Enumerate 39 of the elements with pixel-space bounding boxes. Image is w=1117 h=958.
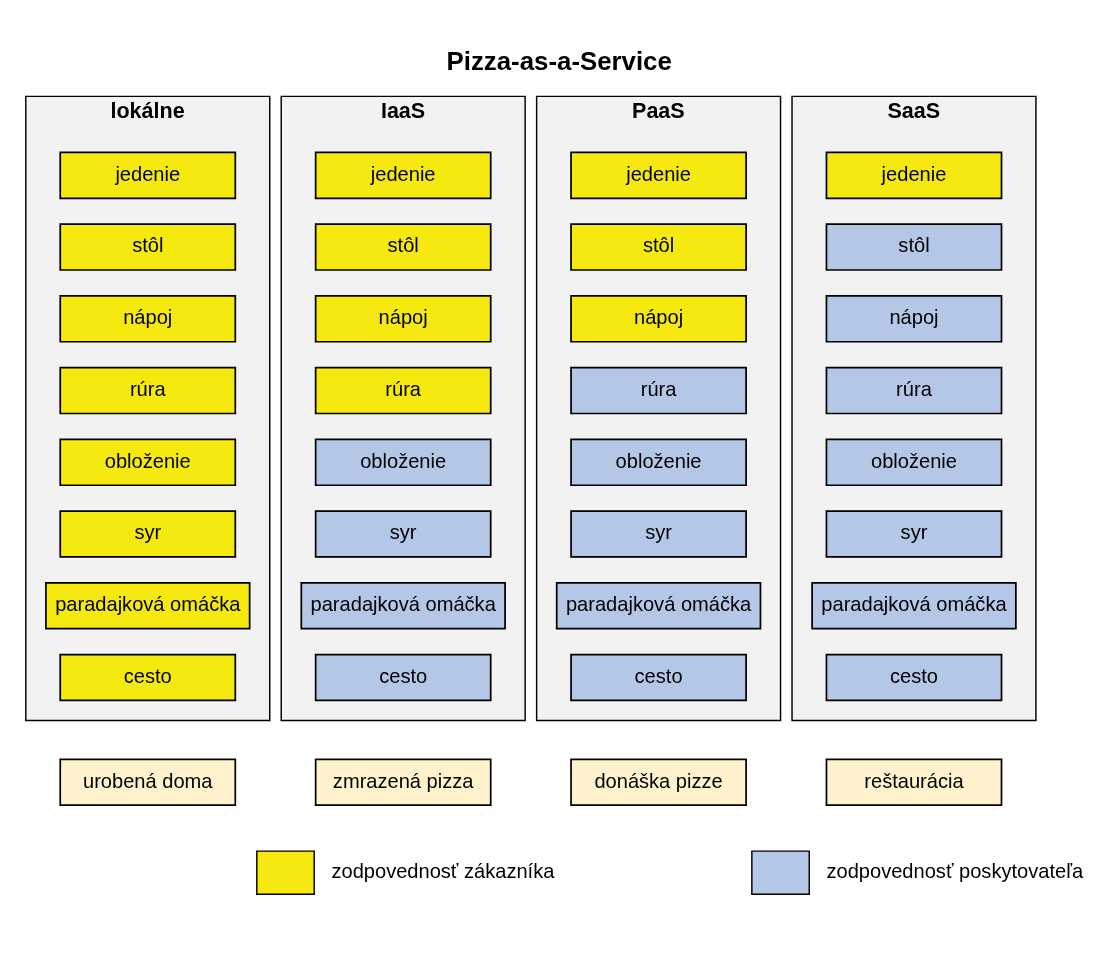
node-box: syr: [59, 509, 237, 558]
node-box: rúra: [570, 366, 747, 414]
node-box: jedenie: [59, 151, 237, 199]
node-box: stôl: [314, 222, 492, 271]
node-box: cesto: [59, 653, 237, 701]
node-box: stôl: [570, 222, 747, 271]
node-box: obloženie: [570, 437, 747, 486]
node-box: jedenie: [825, 151, 1003, 199]
node-box: zmrazená pizza: [314, 757, 492, 806]
node-box: jedenie: [314, 151, 492, 199]
node-box: cesto: [825, 653, 1003, 701]
node-box: jedenie: [570, 151, 747, 199]
node-box: reštaurácia: [825, 757, 1003, 806]
node-box: obloženie: [314, 437, 492, 486]
node-box: nápoj: [570, 294, 747, 343]
node-box: syr: [825, 509, 1003, 558]
node-box: nápoj: [825, 294, 1003, 343]
node-box: donáška pizze: [570, 757, 747, 806]
node-box: syr: [570, 509, 747, 558]
node-box: rúra: [59, 366, 237, 414]
node-box: urobená doma: [59, 757, 237, 806]
legend-label: zodpovednosť poskytovateľa: [826, 859, 1084, 882]
node-box: nápoj: [59, 294, 237, 343]
node-box: rúra: [314, 366, 492, 414]
node-box: paradajková omáčka: [45, 581, 251, 630]
node-box: paradajková omáčka: [555, 581, 762, 630]
node-box: cesto: [570, 653, 747, 701]
node-box: obloženie: [59, 437, 237, 486]
node-box: paradajková omáčka: [811, 581, 1017, 630]
node-box: stôl: [59, 222, 237, 271]
node-box: obloženie: [825, 437, 1003, 486]
node-box: nápoj: [314, 294, 492, 343]
node-box: cesto: [314, 653, 492, 701]
node-box: rúra: [825, 366, 1003, 414]
diagram-title: Pizza-as-a-Service: [446, 46, 672, 75]
legend-label: zodpovednosť zákazníka: [331, 859, 555, 882]
node-box: stôl: [825, 222, 1003, 271]
node-box: syr: [314, 509, 492, 558]
node-box: paradajková omáčka: [300, 581, 506, 630]
